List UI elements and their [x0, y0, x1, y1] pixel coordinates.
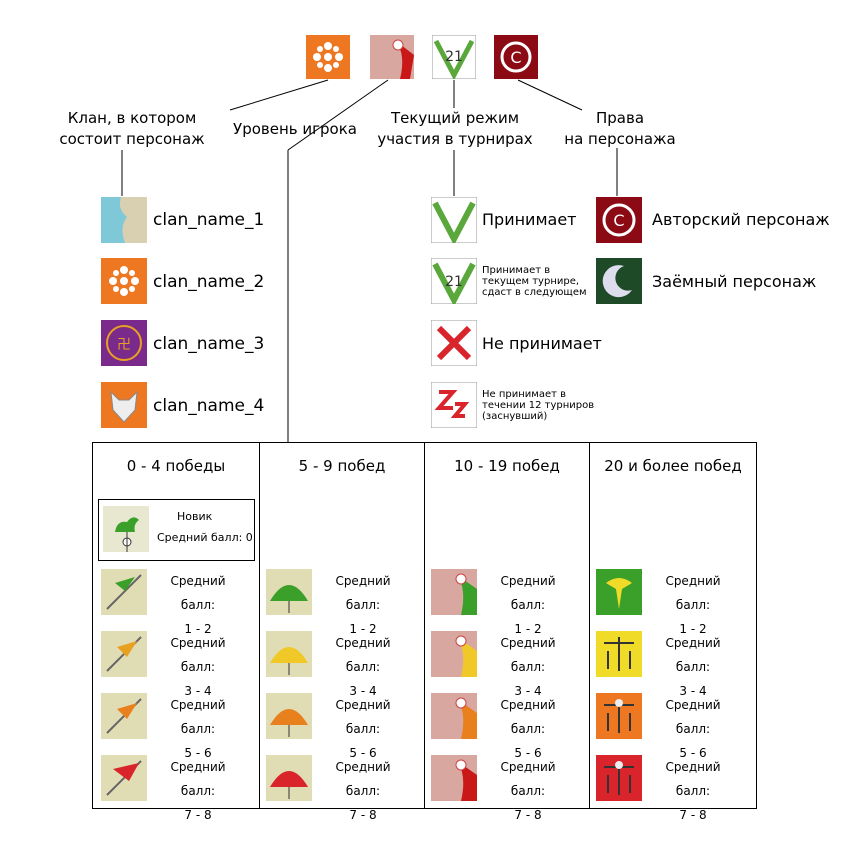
clan-4-name: clan_name_4	[153, 396, 265, 416]
rank-15-icon	[596, 693, 642, 739]
clan-3-icon: 卍	[101, 320, 147, 366]
mode-icon: 21	[432, 35, 476, 79]
rights-borrowed-icon	[596, 258, 642, 304]
level-label: Уровень игрока	[233, 120, 357, 138]
column-20-plus: 20 и более побед Средний балл:1 - 2 Сред…	[590, 443, 756, 822]
clan-icon-orange	[306, 35, 350, 79]
clan-4-icon	[101, 382, 147, 428]
rank-7-icon	[266, 693, 312, 739]
rank-8-icon	[266, 755, 312, 801]
mode-not-accepts-icon	[431, 320, 477, 366]
rank-4-icon	[101, 755, 147, 801]
rank-15-avg: Средний балл:5 - 6	[665, 698, 721, 760]
rank-5-avg: Средний балл:1 - 2	[335, 574, 391, 636]
svg-text:C: C	[510, 48, 521, 67]
rank-10-avg: Средний балл:3 - 4	[500, 636, 556, 698]
novice-icon	[103, 506, 149, 552]
rank-11-icon	[431, 693, 477, 739]
rank-3-avg: Средний балл:5 - 6	[170, 698, 226, 760]
novice-box: Новик Средний балл: 0	[98, 499, 255, 561]
rank-4-avg: Средний балл:7 - 8	[170, 760, 226, 822]
rank-10-icon	[431, 631, 477, 677]
mode-accepts-current-icon: 21	[431, 258, 477, 304]
rank-9-avg: Средний балл:1 - 2	[500, 574, 556, 636]
rank-16-avg: Средний балл:7 - 8	[665, 760, 721, 822]
rank-6-icon	[266, 631, 312, 677]
column-0-4: 0 - 4 победы Новик Средний балл: 0 Средн…	[93, 443, 260, 822]
mode-sleeping-text: Не принимает в течении 12 турниров (засн…	[482, 389, 595, 422]
clan-2-name: clan_name_2	[153, 272, 265, 292]
column-10-19: 10 - 19 побед Средний балл:1 - 2 Средний…	[425, 443, 590, 822]
mode-accepts-icon	[431, 197, 477, 243]
svg-text:C: C	[613, 211, 624, 230]
column-title: 0 - 4 победы	[126, 457, 226, 475]
mode-not-accepts-text: Не принимает	[482, 334, 602, 353]
rights-borrowed-text: Заёмный персонаж	[652, 272, 817, 291]
rank-11-avg: Средний балл:5 - 6	[500, 698, 556, 760]
rank-1-icon	[101, 569, 147, 615]
rank-9-icon	[431, 569, 477, 615]
svg-text:21: 21	[445, 274, 463, 290]
clan-2-icon	[101, 258, 147, 304]
rank-12-icon	[431, 755, 477, 801]
column-title: 5 - 9 побед	[298, 457, 386, 475]
mode-accepts-current-text: Принимает в текущем турнире, сдаст в сле…	[482, 265, 587, 298]
rights-icon: C	[494, 35, 538, 79]
rank-5-icon	[266, 569, 312, 615]
rank-16-icon	[596, 755, 642, 801]
column-title: 20 и более побед	[604, 457, 742, 475]
mode-sleeping-icon	[431, 382, 477, 428]
novice-title: Новик	[177, 510, 213, 523]
column-5-9: 5 - 9 побед Средний балл:1 - 2 Средний б…	[260, 443, 425, 822]
clan-1-name: clan_name_1	[153, 210, 265, 230]
rank-8-avg: Средний балл:7 - 8	[335, 760, 391, 822]
rank-14-avg: Средний балл:3 - 4	[665, 636, 721, 698]
clan-1-icon	[101, 197, 147, 243]
novice-avg: Средний балл: 0	[157, 531, 253, 544]
rank-2-avg: Средний балл:3 - 4	[170, 636, 226, 698]
rank-3-icon	[101, 693, 147, 739]
rank-14-icon	[596, 631, 642, 677]
rank-2-icon	[101, 631, 147, 677]
svg-text:卍: 卍	[117, 337, 131, 353]
rank-13-icon	[596, 569, 642, 615]
level-table: 0 - 4 победы Новик Средний балл: 0 Средн…	[92, 442, 757, 822]
rank-12-avg: Средний балл:7 - 8	[500, 760, 556, 822]
rights-author-text: Авторский персонаж	[652, 210, 830, 229]
rank-1-avg: Средний балл:1 - 2	[170, 574, 226, 636]
column-title: 10 - 19 побед	[454, 457, 560, 475]
clan-3-name: clan_name_3	[153, 334, 265, 354]
mode-accepts-text: Принимает	[482, 210, 577, 229]
rank-7-avg: Средний балл:5 - 6	[335, 698, 391, 760]
rank-6-avg: Средний балл:3 - 4	[335, 636, 391, 698]
rights-author-icon: C	[596, 197, 642, 243]
level-icon	[370, 35, 414, 79]
rank-13-avg: Средний балл:1 - 2	[665, 574, 721, 636]
svg-text:21: 21	[445, 49, 463, 65]
